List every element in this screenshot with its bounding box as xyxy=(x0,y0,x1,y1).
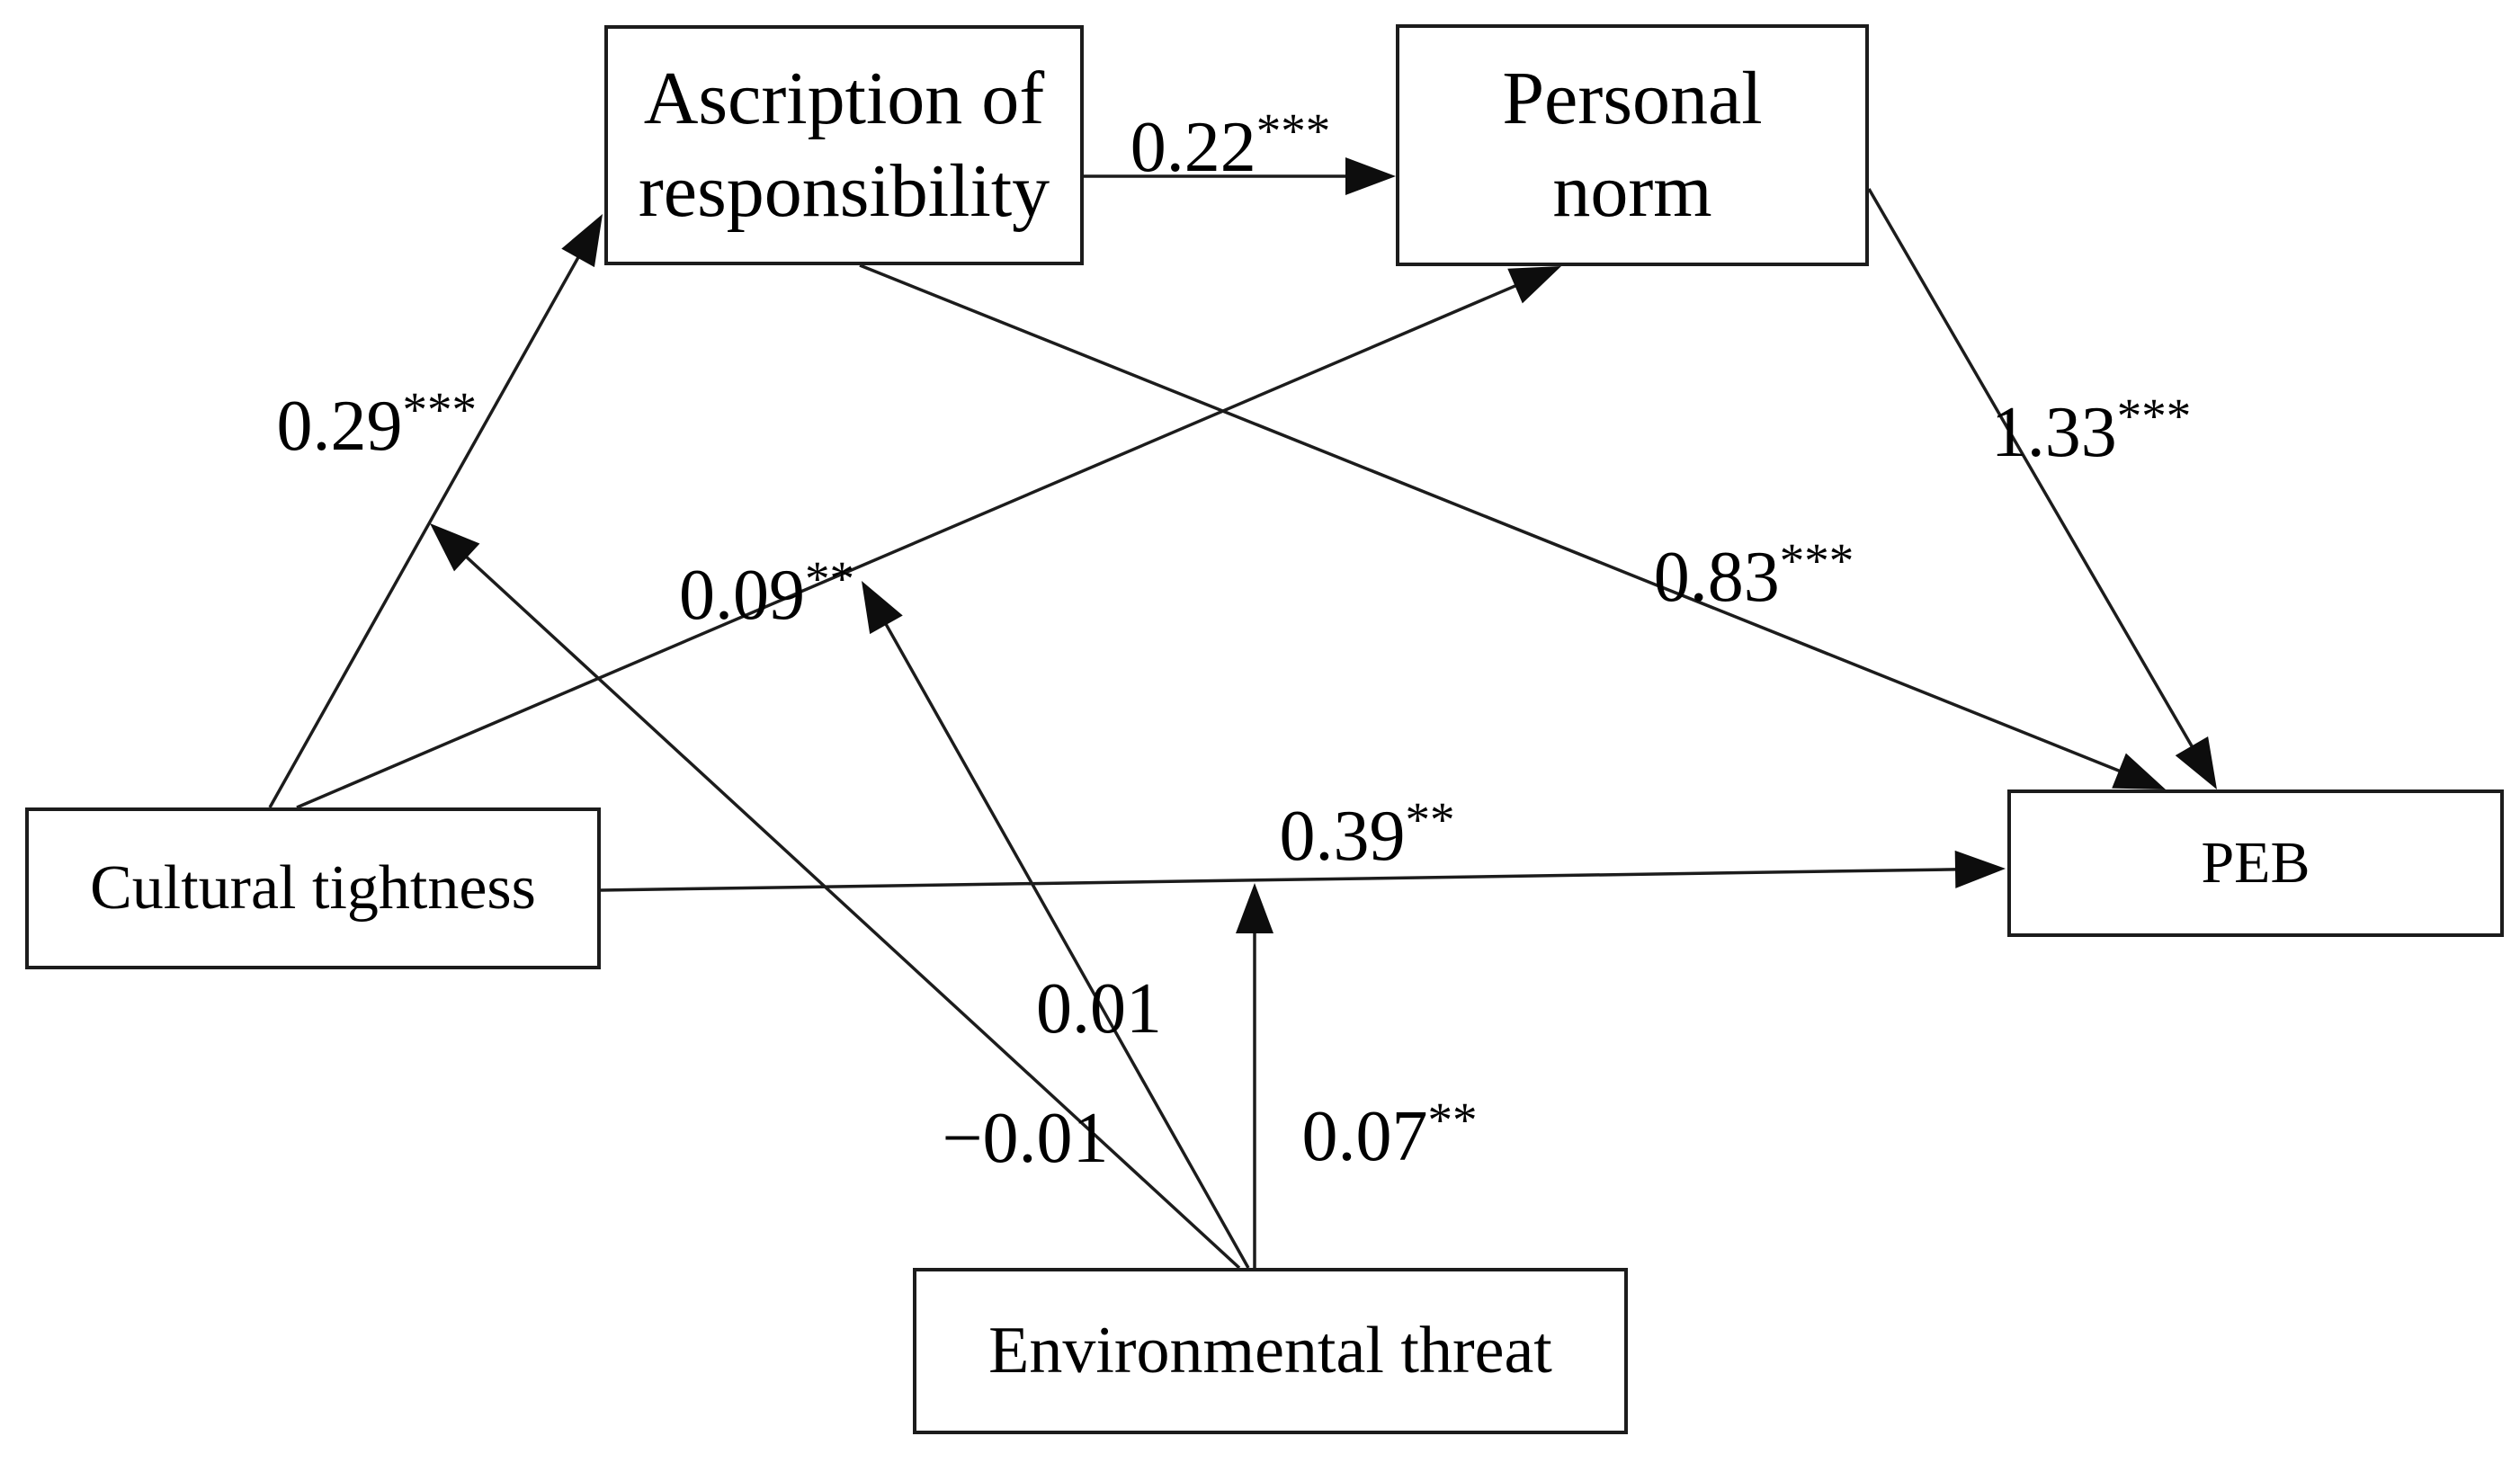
edge-environmental-threat-moderates-ct-to-peb-arrowhead xyxy=(1236,883,1273,933)
edge-cultural-tightness-to-peb-label: 0.39** xyxy=(1280,792,1455,876)
edge-personal-norm-to-peb-label: 1.33*** xyxy=(1991,388,2192,472)
edge-environmental-threat-moderates-ct-to-ascription: −0.01 xyxy=(430,523,1241,1270)
edge-personal-norm-to-peb-arrowhead xyxy=(2175,736,2217,789)
edge-environmental-threat-moderates-ct-to-ascription-arrowhead xyxy=(430,523,480,572)
edge-environmental-threat-moderates-ct-to-peb: 0.07** xyxy=(1236,883,1478,1268)
edge-cultural-tightness-to-peb-line xyxy=(600,868,1961,892)
edge-ascription-to-personal-norm: 0.22*** xyxy=(1084,103,1396,195)
edge-cultural-tightness-to-ascription: 0.29*** xyxy=(268,214,603,808)
edge-ascription-to-personal-norm-arrowhead xyxy=(1345,157,1396,195)
edge-cultural-tightness-to-personal-norm-line xyxy=(296,282,1521,809)
edge-personal-norm-to-peb: 1.33*** xyxy=(1867,188,2217,789)
edge-ascription-to-peb-line xyxy=(859,263,2125,774)
edge-environmental-threat-moderates-ct-to-personal-norm-label: 0.01 xyxy=(1036,969,1162,1048)
edge-environmental-threat-moderates-ct-to-personal-norm-line xyxy=(881,619,1250,1269)
edge-ascription-to-peb: 0.83*** xyxy=(859,263,2166,789)
edge-environmental-threat-moderates-ct-to-ascription-label: −0.01 xyxy=(942,1099,1108,1178)
edge-ascription-to-peb-arrowhead xyxy=(2112,753,2166,789)
edge-cultural-tightness-to-peb: 0.39** xyxy=(600,792,2006,892)
edge-environmental-threat-moderates-ct-to-personal-norm: 0.01 xyxy=(862,581,1250,1269)
edge-personal-norm-to-peb-line xyxy=(1867,188,2196,752)
edge-cultural-tightness-to-ascription-line xyxy=(268,252,583,808)
edge-environmental-threat-moderates-ct-to-ascription-line xyxy=(461,552,1241,1270)
edge-environmental-threat-moderates-ct-to-personal-norm-arrowhead xyxy=(862,581,903,635)
edge-ascription-to-personal-norm-label: 0.22*** xyxy=(1130,103,1331,187)
edge-cultural-tightness-to-personal-norm-label: 0.09** xyxy=(679,551,854,635)
edge-ascription-to-peb-label: 0.83*** xyxy=(1654,533,1854,617)
edge-cultural-tightness-to-ascription-arrowhead xyxy=(561,214,603,268)
edge-environmental-threat-moderates-ct-to-peb-label: 0.07** xyxy=(1302,1093,1478,1176)
edge-cultural-tightness-to-personal-norm-arrowhead xyxy=(1507,266,1561,304)
edge-cultural-tightness-to-personal-norm: 0.09** xyxy=(296,266,1561,809)
edge-cultural-tightness-to-ascription-label: 0.29*** xyxy=(277,382,478,466)
edge-cultural-tightness-to-peb-arrowhead xyxy=(1954,850,2006,888)
